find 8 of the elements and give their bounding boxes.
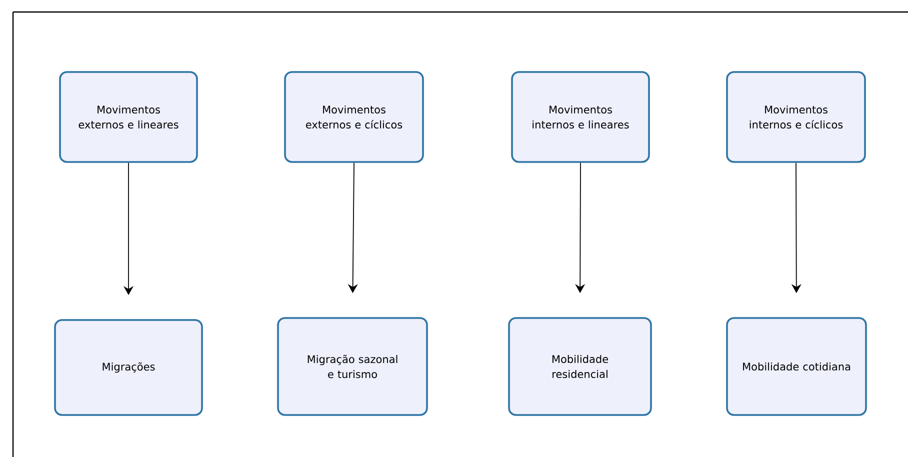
process-box: Migração sazonal e turismo: [277, 317, 428, 416]
process-box: Movimentos internos e lineares: [511, 71, 650, 163]
process-box: Mobilidade residencial: [508, 317, 652, 416]
process-box: Migrações: [54, 319, 203, 416]
process-box: Mobilidade cotidiana: [726, 317, 867, 416]
process-box: Movimentos externos e cíclicos: [284, 71, 424, 163]
process-box: Movimentos externos e lineares: [59, 71, 198, 163]
process-box: Movimentos internos e cíclicos: [726, 71, 866, 163]
